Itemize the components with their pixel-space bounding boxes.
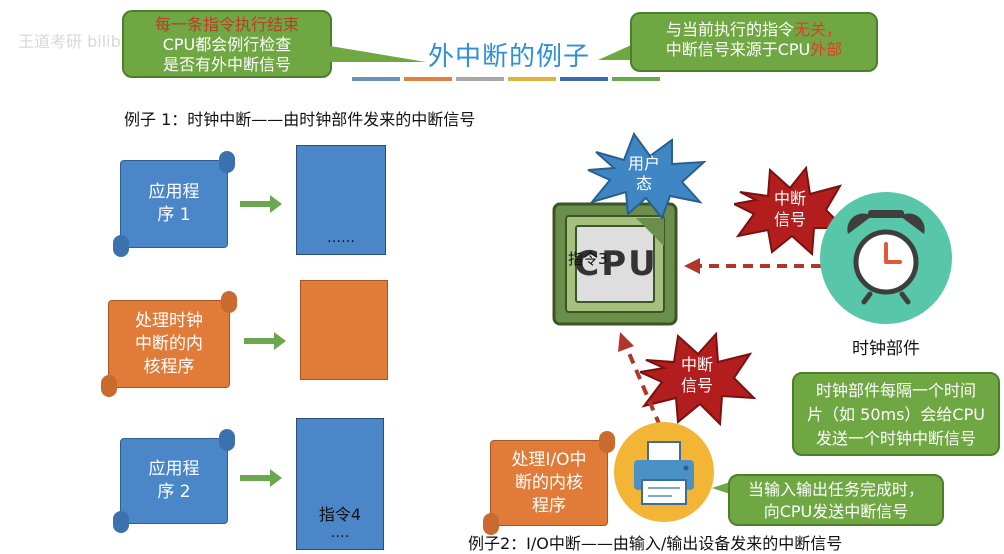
memory-instruction-4: 指令4 [318,505,362,524]
clock-note-callout: 时钟部件每隔一个时间 片（如 50ms）会给CPU 发送一个时钟中断信号 [792,372,1000,456]
title-stripe-5 [560,77,608,81]
clock-note-line2: 片（如 50ms）会给CPU [807,405,985,424]
interrupt-signal-label: 中断 信号 [773,189,806,229]
printer-note-line2: 向CPU发送中断信号 [763,502,909,521]
title-stripe-4 [508,77,556,81]
scroll-curl [113,235,129,257]
clock-handler-scroll: 处理时钟 中断的内 核程序 [101,291,237,397]
example1-caption: 例子 1：时钟中断——由时钟部件发来的中断信号 [124,110,476,129]
app1-label-line1: 应用程 [148,182,200,202]
arrow-right [240,469,282,487]
scroll-curl [219,151,235,173]
scroll-curl [221,291,237,313]
user-mode-label: 用户 态 [627,154,660,193]
printer-icon [614,422,714,522]
printer-note-line1: 当输入输出任务完成时， [747,480,924,499]
title-stripe-6 [612,77,660,81]
io-handler-line1: 处理I/O中 [511,449,587,470]
cpu-chip-icon [552,202,678,326]
scroll-curl [101,375,117,397]
callout-right-tail [598,42,638,60]
callout-left-line3: 是否有外中断信号 [162,55,291,74]
memory-block-app1: …… [296,145,386,255]
app1-label-line2: 序 1 [157,205,191,225]
cpu-label: CPU [574,244,658,284]
scroll-curl [483,513,499,535]
title-stripe-2 [404,77,452,81]
scroll-curl [113,511,129,533]
handler-label-line2: 中断的内 [135,333,203,354]
interrupt-signal-burst [640,332,756,426]
clock-label: 时钟部件 [852,339,920,359]
title-stripe-3 [456,77,504,81]
alarm-clock-icon [820,192,952,324]
interrupt-signal-label: 中断 信号 [680,355,713,395]
title-stripe-1 [352,77,400,81]
handler-label-line3: 核程序 [143,356,195,377]
clock-note-line3: 发送一个时钟中断信号 [815,429,976,448]
io-handler-scroll: 处理I/O中 断的内核 程序 [483,431,615,535]
interrupt-signal-burst [734,166,846,256]
memory-block-app2: 指令4 …. [296,418,384,550]
app2-label-line2: 序 2 [157,482,191,502]
callout-right-line1: 与当前执行的指令无关， [665,20,843,39]
app-program-2-scroll: 应用程 序 2 [113,429,235,533]
scroll-curl [599,431,615,453]
callout-external-source: 与当前执行的指令无关， 中断信号来源于CPU外部 [630,12,878,72]
io-handler-line2: 断的内核 [515,472,583,493]
signal-arrows [618,258,838,427]
user-mode-burst [587,131,707,220]
callout-left-tail [330,46,426,62]
instruction-3-label: 指令3 [568,250,608,268]
clock-note-line1: 时钟部件每隔一个时间 [815,381,976,400]
example2-caption: 例子2：I/O中断——由输入/输出设备发来的中断信号 [468,534,843,553]
callout-check-interrupt: 每一条指令执行结束 CPU都会例行检查 是否有外中断信号 [122,10,332,78]
arrow-right [244,332,286,350]
callout-right-line2: 中断信号来源于CPU外部 [665,40,843,59]
handler-label-line1: 处理时钟 [135,310,203,331]
watermark: 王道考研 bilibili [18,32,135,51]
arrow-right [240,195,282,213]
memory-ellipsis: …. [330,525,350,541]
callout-left-line1: 每一条指令执行结束 [154,15,299,34]
memory-block-handler [300,280,388,380]
memory-ellipsis: …… [327,230,355,246]
app2-label-line1: 应用程 [148,459,200,479]
io-handler-line3: 程序 [532,495,566,516]
page-title: 外中断的例子 [428,42,591,72]
scroll-curl [219,429,235,451]
printer-note-callout: 当输入输出任务完成时， 向CPU发送中断信号 [728,474,944,526]
callout-left-line2: CPU都会例行检查 [162,35,292,54]
app-program-1-scroll: 应用程 序 1 [113,151,235,257]
